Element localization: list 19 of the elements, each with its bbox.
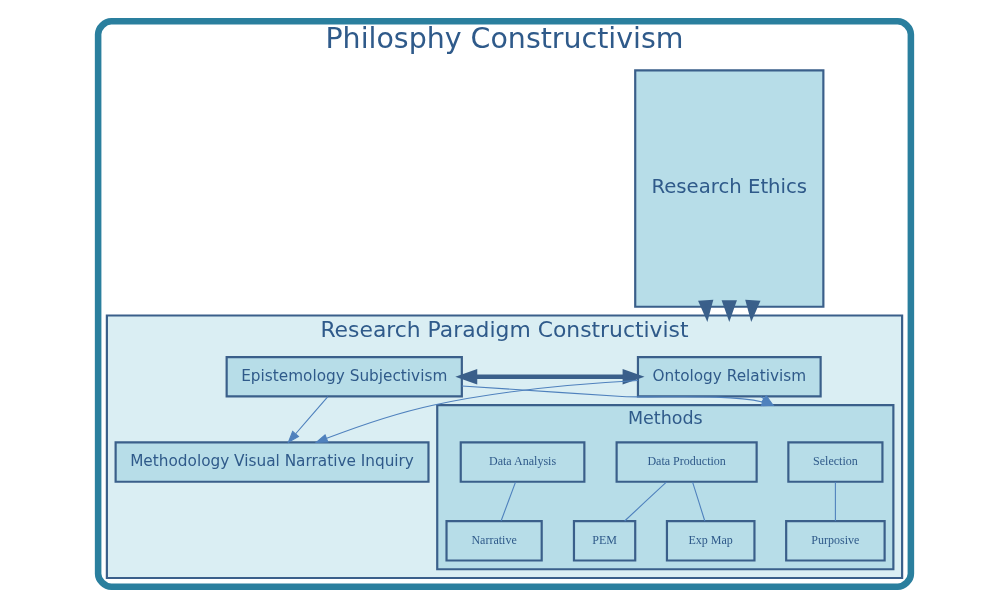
node-box: PEM (572, 520, 636, 562)
connector (691, 481, 705, 522)
arrow (454, 369, 645, 385)
node-box: Exp Map (665, 520, 756, 562)
connector (500, 481, 516, 522)
node-box: Narrative (444, 520, 543, 562)
node-box: Selection (786, 441, 884, 483)
node-box: Purposive (784, 520, 886, 562)
node-box: Epistemology Subjectivism (225, 355, 463, 398)
arrow (744, 299, 760, 323)
arrow (697, 299, 713, 323)
connector (834, 481, 836, 522)
node-box: Data Production (615, 441, 758, 483)
node-box: Data Analysis (459, 441, 585, 483)
arrow (721, 300, 737, 323)
arrow (314, 380, 638, 443)
arrow (286, 396, 328, 444)
node-box: Methodology Visual Narrative Inquiry (114, 441, 430, 483)
connector (623, 481, 667, 522)
